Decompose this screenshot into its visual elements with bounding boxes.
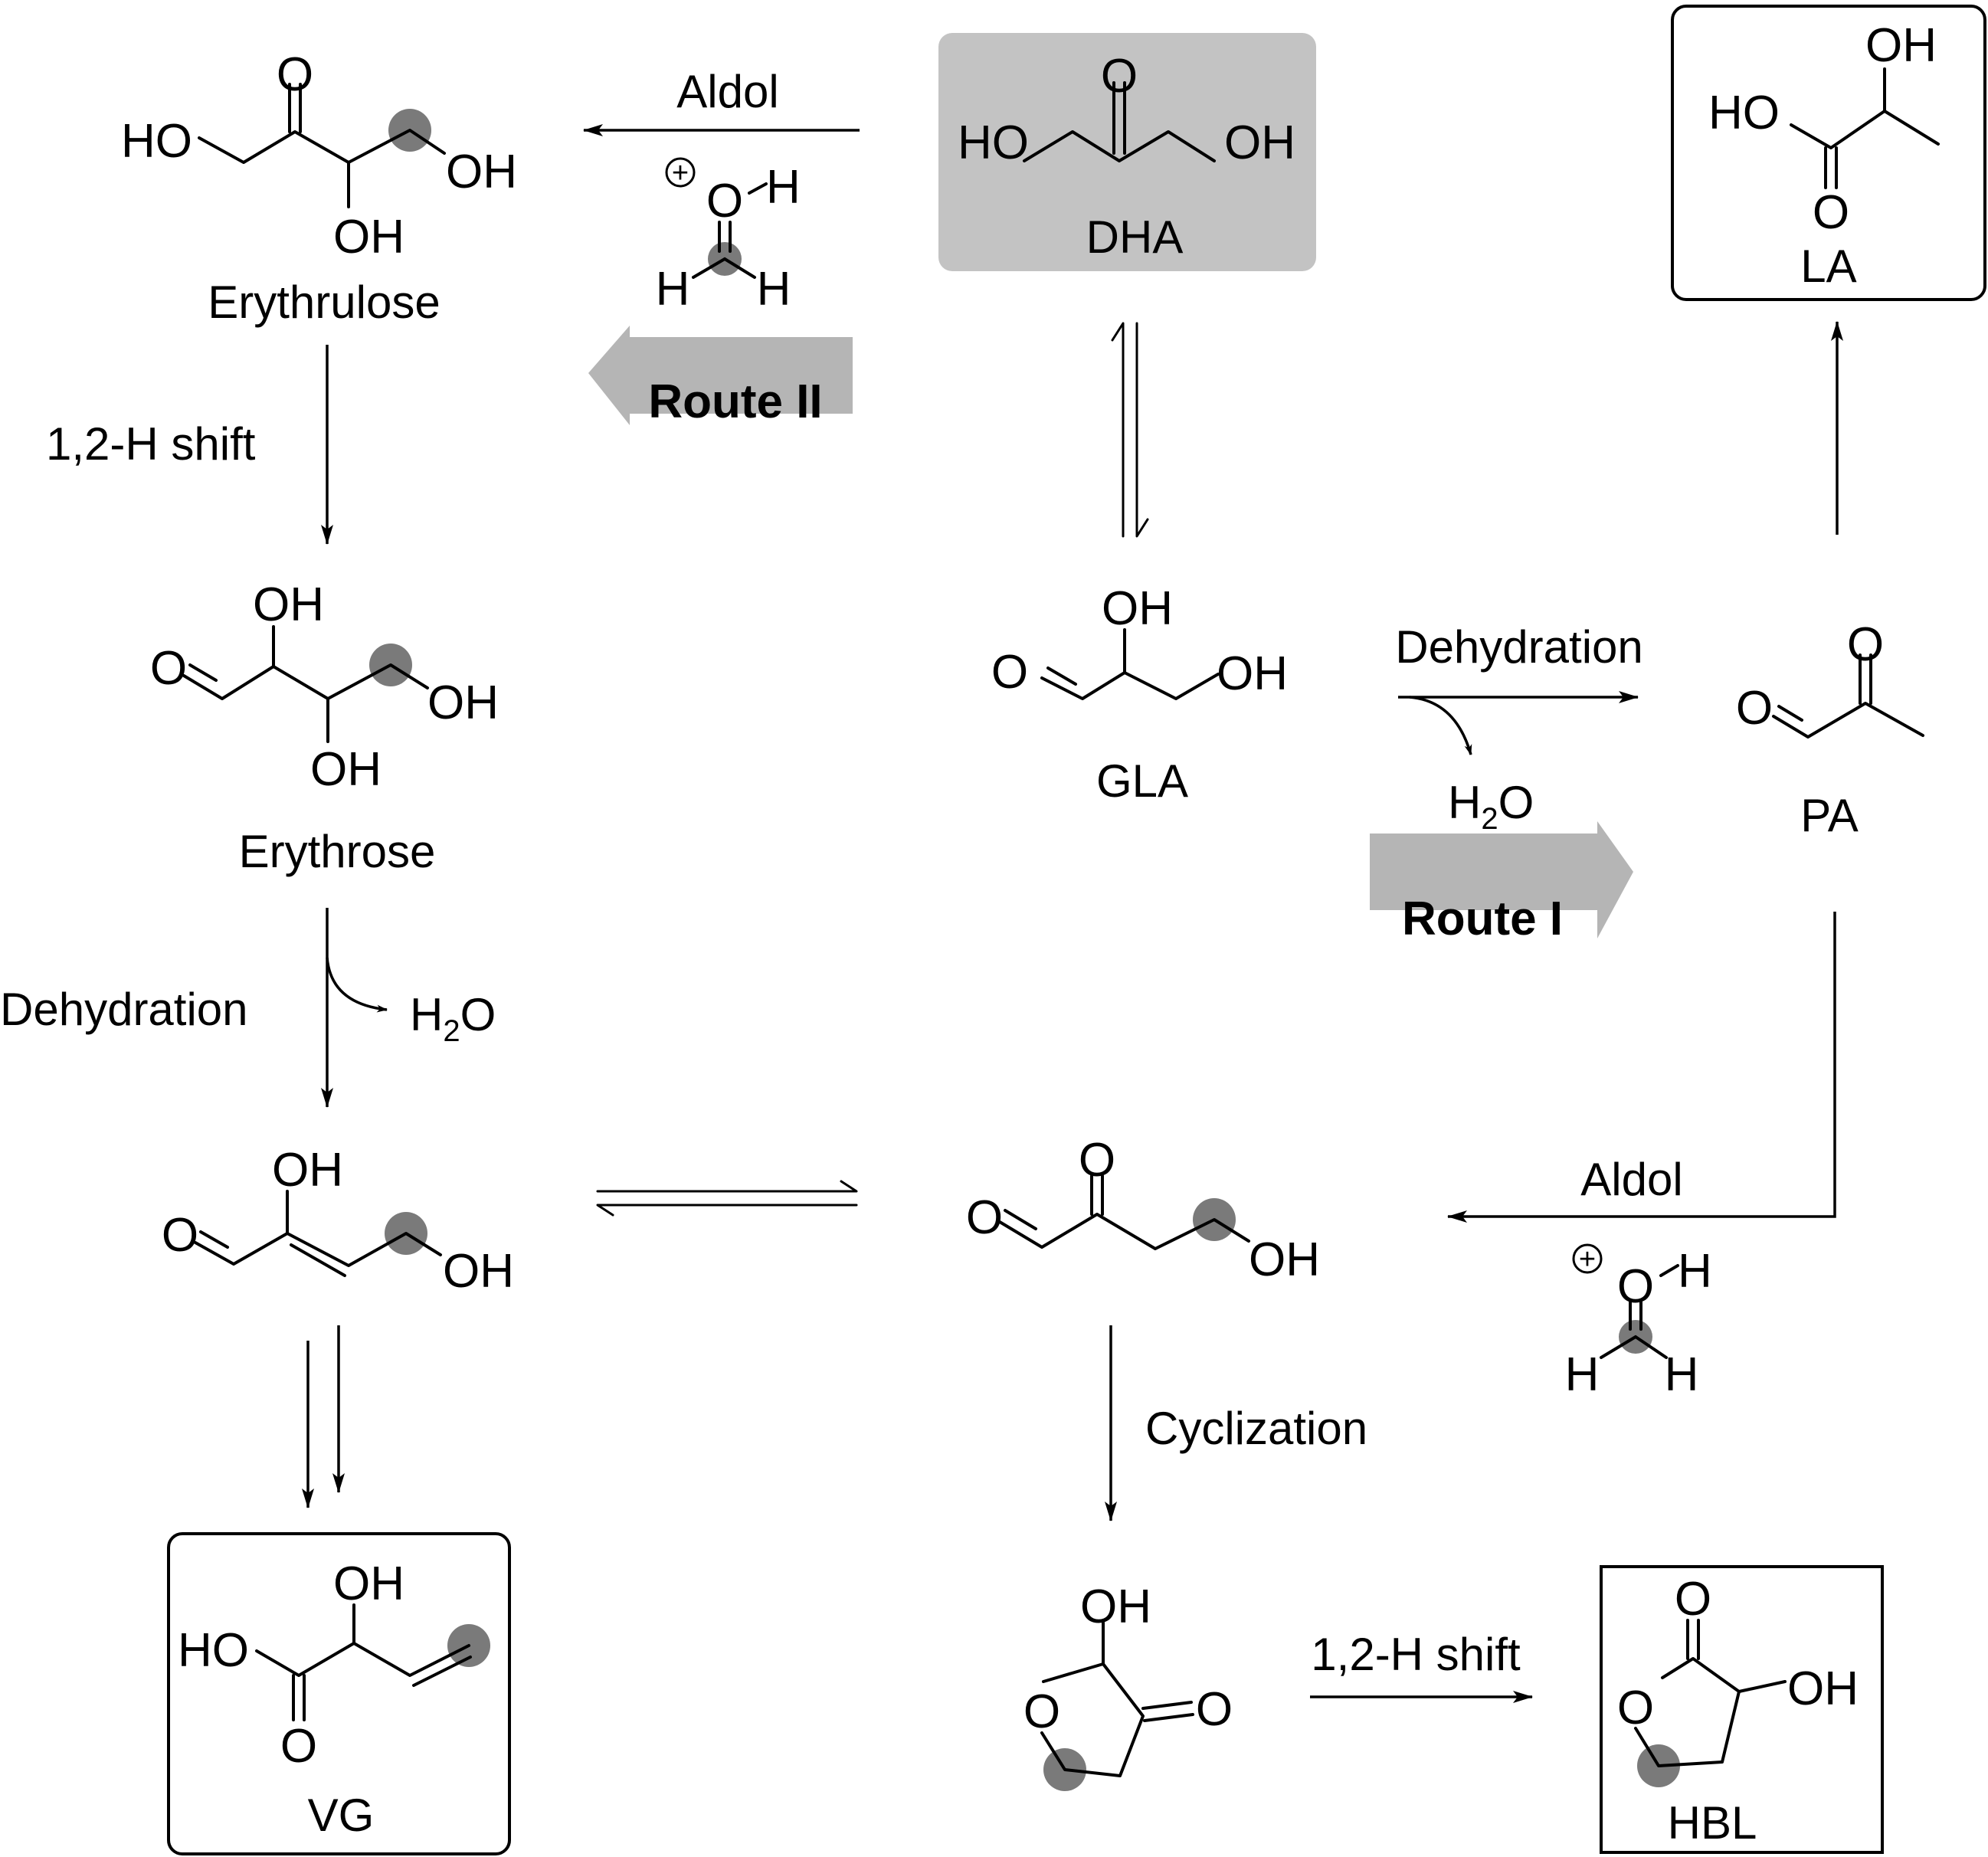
erythrose-structure: O OH OH OH Erythrose <box>150 578 499 877</box>
erythrose-aldehyde-o: O <box>150 642 187 695</box>
pa-structure: O O PA <box>1736 618 1924 841</box>
formaldehyde-h-right-top: H <box>757 263 791 316</box>
vg-oh: OH <box>333 1557 404 1610</box>
erythrose-oh-bottom: OH <box>310 743 382 796</box>
dha-label: DHA <box>1086 211 1184 263</box>
route2-arrow <box>588 326 853 425</box>
enol-intermediate-structure: O OH OH <box>162 1144 514 1298</box>
keto-aldehyde-oh: OH <box>1249 1233 1320 1286</box>
enol-keto-equilibrium-arrow <box>596 1180 858 1217</box>
formaldehyde-h-right-bottom: H <box>1665 1348 1699 1401</box>
hbl-box <box>1600 1565 1884 1854</box>
formaldehyde-oh-h-bottom: H <box>1678 1245 1712 1298</box>
la-ho: HO <box>1708 87 1780 139</box>
erythrose-oh-right: OH <box>427 676 499 729</box>
water-right-o: O <box>1498 777 1534 828</box>
gla-oh-right: OH <box>1217 647 1288 700</box>
formaldehyde-o-top: O <box>706 175 743 228</box>
la-carbonyl-o: O <box>1813 186 1849 239</box>
enol-oh-right: OH <box>443 1245 514 1298</box>
hbl-label: HBL <box>1668 1797 1757 1849</box>
keto-aldehyde-structure: O O OH <box>966 1134 1320 1286</box>
erythrulose-oh-bottom: OH <box>333 211 404 264</box>
gla-label: GLA <box>1096 755 1188 807</box>
vg-ho: HO <box>178 1624 249 1677</box>
dha-highlight-box <box>938 33 1316 271</box>
erythrulose-structure: O HO OH OH Erythrulose <box>121 48 517 328</box>
dha-structure: O HO OH DHA <box>938 33 1316 271</box>
pa-keto-o: O <box>1847 618 1884 671</box>
vg-carbonyl-o: O <box>280 1720 317 1773</box>
route2-label: Route II <box>648 375 822 428</box>
hshift-label-left: 1,2-H shift <box>46 418 256 470</box>
hbl-carbonyl-o: O <box>1675 1573 1711 1626</box>
erythrulose-ho: HO <box>121 115 192 168</box>
keto-aldehyde-aldehyde-o: O <box>966 1191 1003 1244</box>
enol-aldehyde-o: O <box>162 1209 198 1262</box>
formaldehyde-o-bottom: O <box>1617 1260 1654 1313</box>
aldol-label-bottom: Aldol <box>1580 1154 1682 1205</box>
enol-oh-top: OH <box>272 1144 343 1197</box>
cyclization-label: Cyclization <box>1145 1403 1367 1454</box>
plus-sign-bottom: + <box>1579 1243 1596 1276</box>
dehydration-label-right: Dehydration <box>1395 621 1643 673</box>
hshift-label-bottom: 1,2-H shift <box>1311 1629 1521 1680</box>
vg-label: VG <box>308 1790 375 1841</box>
dha-carbonyl-o: O <box>1101 50 1138 103</box>
pa-aldehyde-o: O <box>1736 682 1773 735</box>
water-loss-curve-right <box>1409 696 1472 755</box>
hemiacetal-keto-o: O <box>1196 1683 1233 1736</box>
water-right: H2O <box>1448 777 1534 836</box>
dehydration-label-left: Dehydration <box>0 984 248 1035</box>
vg-box <box>167 1532 511 1855</box>
hemiacetal-oh: OH <box>1080 1580 1151 1633</box>
protonated-formaldehyde-top: + O H H H <box>656 157 801 316</box>
gla-aldehyde-o: O <box>991 646 1028 699</box>
gla-oh-top: OH <box>1102 582 1173 635</box>
erythrulose-oh-right: OH <box>446 146 517 198</box>
hbl-structure: O O OH HBL <box>1600 1565 1884 1854</box>
dha-gla-equilibrium-arrow <box>1111 322 1149 538</box>
protonated-formaldehyde-bottom: + O H H H <box>1565 1243 1712 1401</box>
water-left-h: H <box>410 989 443 1040</box>
water-right-h: H <box>1448 777 1481 828</box>
plus-circle-bottom <box>1572 1243 1603 1274</box>
keto-aldehyde-keto-o: O <box>1079 1134 1115 1187</box>
pa-label: PA <box>1800 790 1859 841</box>
water-left-o: O <box>460 989 496 1040</box>
dha-right-oh: OH <box>1224 116 1295 169</box>
erythrose-oh-top: OH <box>253 578 324 631</box>
water-left: H2O <box>410 989 496 1048</box>
route1-arrow <box>1370 821 1633 938</box>
hemiacetal-ring-o: O <box>1023 1685 1060 1738</box>
hbl-oh: OH <box>1787 1662 1859 1715</box>
aldol-label-top: Aldol <box>676 66 778 117</box>
water-left-sub: 2 <box>443 1014 460 1048</box>
dha-left-ho: HO <box>958 116 1029 169</box>
la-label: LA <box>1800 241 1856 292</box>
la-structure: HO OH O LA <box>1671 5 1986 301</box>
erythrose-label: Erythrose <box>239 826 436 877</box>
la-box <box>1671 5 1986 301</box>
vg-structure: HO OH O VG <box>167 1532 511 1855</box>
formaldehyde-h-left-top: H <box>656 263 690 316</box>
plus-circle-top <box>665 157 696 188</box>
la-oh: OH <box>1865 19 1937 72</box>
hbl-ring-o: O <box>1617 1682 1654 1734</box>
water-right-sub: 2 <box>1481 802 1498 836</box>
cyclic-hemiacetal-structure: O OH O <box>1023 1580 1233 1791</box>
erythrulose-carbonyl-o: O <box>277 48 313 101</box>
plus-sign-top: + <box>672 157 689 189</box>
route1-label: Route I <box>1402 892 1563 945</box>
erythrulose-label: Erythrulose <box>208 277 440 328</box>
aldol-arrow-bottom <box>1447 912 1836 1223</box>
formaldehyde-oh-h-top: H <box>766 161 801 214</box>
formaldehyde-h-left-bottom: H <box>1565 1348 1600 1401</box>
water-loss-curve-left <box>326 957 388 1013</box>
gla-structure: O OH OH GLA <box>991 582 1288 807</box>
